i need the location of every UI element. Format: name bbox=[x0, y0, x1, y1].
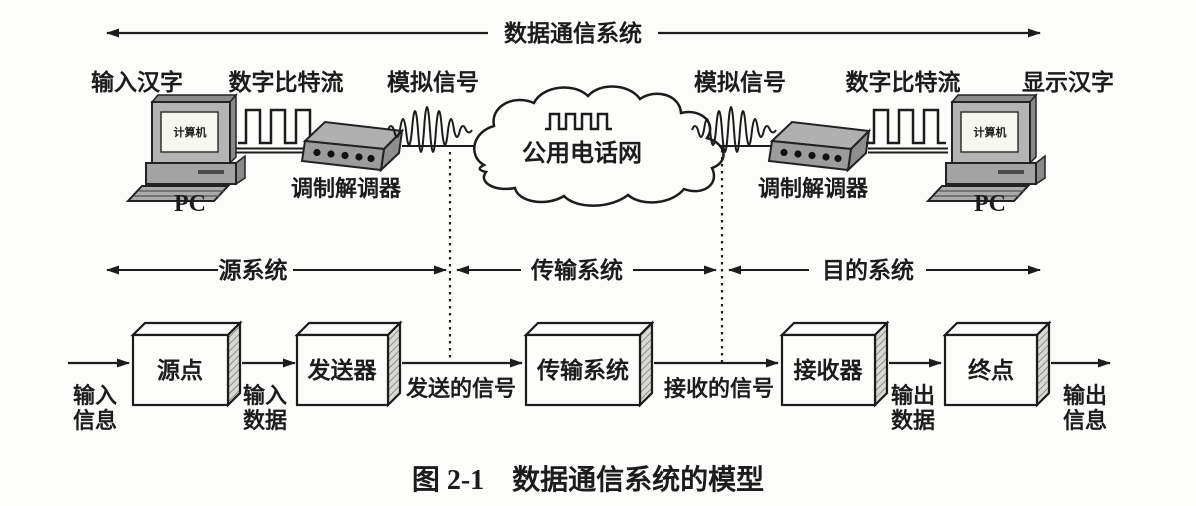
receiver-box: 接收器 bbox=[779, 320, 890, 408]
pc-left-screen-text: 计算机 bbox=[174, 125, 207, 139]
bitstream-label-left: 数字比特流 bbox=[229, 69, 344, 95]
endpoint-box: 终点 bbox=[942, 320, 1052, 408]
bitstream-label-right: 数字比特流 bbox=[846, 69, 961, 95]
input-info-label-line1: 输入 bbox=[73, 383, 117, 408]
source-system-label: 源系统 bbox=[219, 257, 288, 283]
input-data-label-line1: 输入 bbox=[243, 383, 287, 408]
input-data-label-line2: 数据 bbox=[243, 408, 287, 433]
source-box-label: 源点 bbox=[157, 358, 203, 383]
transmitter-box: 发送器 bbox=[294, 320, 403, 408]
endpoint-box-label: 终点 bbox=[968, 357, 1014, 383]
input-info-label-line2: 信息 bbox=[73, 408, 117, 433]
modem-left-label: 调制解调器 bbox=[291, 176, 402, 201]
display-hanzi-label: 显示汉字 bbox=[1022, 69, 1114, 95]
received-signal-label: 接收的信号 bbox=[664, 376, 774, 401]
system-span-label: 数据通信系统 bbox=[504, 20, 642, 46]
pc-right-screen-text: 计算机 bbox=[974, 125, 1007, 139]
cloud-wave-icon bbox=[545, 112, 612, 131]
transmission-system-label: 传输系统 bbox=[530, 257, 623, 283]
source-box: 源点 bbox=[130, 320, 243, 408]
modem-left bbox=[301, 121, 403, 171]
telephone-cloud bbox=[473, 85, 725, 207]
pc-left-label: PC bbox=[174, 191, 206, 217]
figure-caption: 图 2-1 数据通信系统的模型 bbox=[412, 463, 764, 496]
modem-right-label: 调制解调器 bbox=[758, 176, 869, 201]
transmission-box: 传输系统 bbox=[523, 320, 655, 408]
cloud-label: 公用电话网 bbox=[522, 140, 642, 167]
output-data-label-line2: 数据 bbox=[891, 408, 935, 433]
transmitter-box-label: 发送器 bbox=[307, 357, 378, 383]
digital-wave-left-icon bbox=[236, 108, 320, 145]
modem-right bbox=[768, 121, 870, 171]
analog-label-left: 模拟信号 bbox=[387, 69, 479, 95]
pc-right-label: PC bbox=[974, 191, 1006, 217]
analog-label-right: 模拟信号 bbox=[694, 69, 786, 95]
sent-signal-label: 发送的信号 bbox=[405, 376, 516, 401]
output-info-label-line2: 信息 bbox=[1063, 408, 1107, 433]
output-data-label-line1: 输出 bbox=[891, 383, 935, 408]
transmission-box-label: 传输系统 bbox=[536, 357, 629, 383]
input-hanzi-label: 输入汉字 bbox=[91, 69, 183, 95]
receiver-box-label: 接收器 bbox=[794, 357, 864, 383]
destination-system-label: 目的系统 bbox=[822, 257, 914, 283]
output-info-label-line1: 输出 bbox=[1063, 383, 1107, 408]
pc-left bbox=[127, 94, 246, 202]
digital-wave-right-icon bbox=[864, 108, 948, 145]
